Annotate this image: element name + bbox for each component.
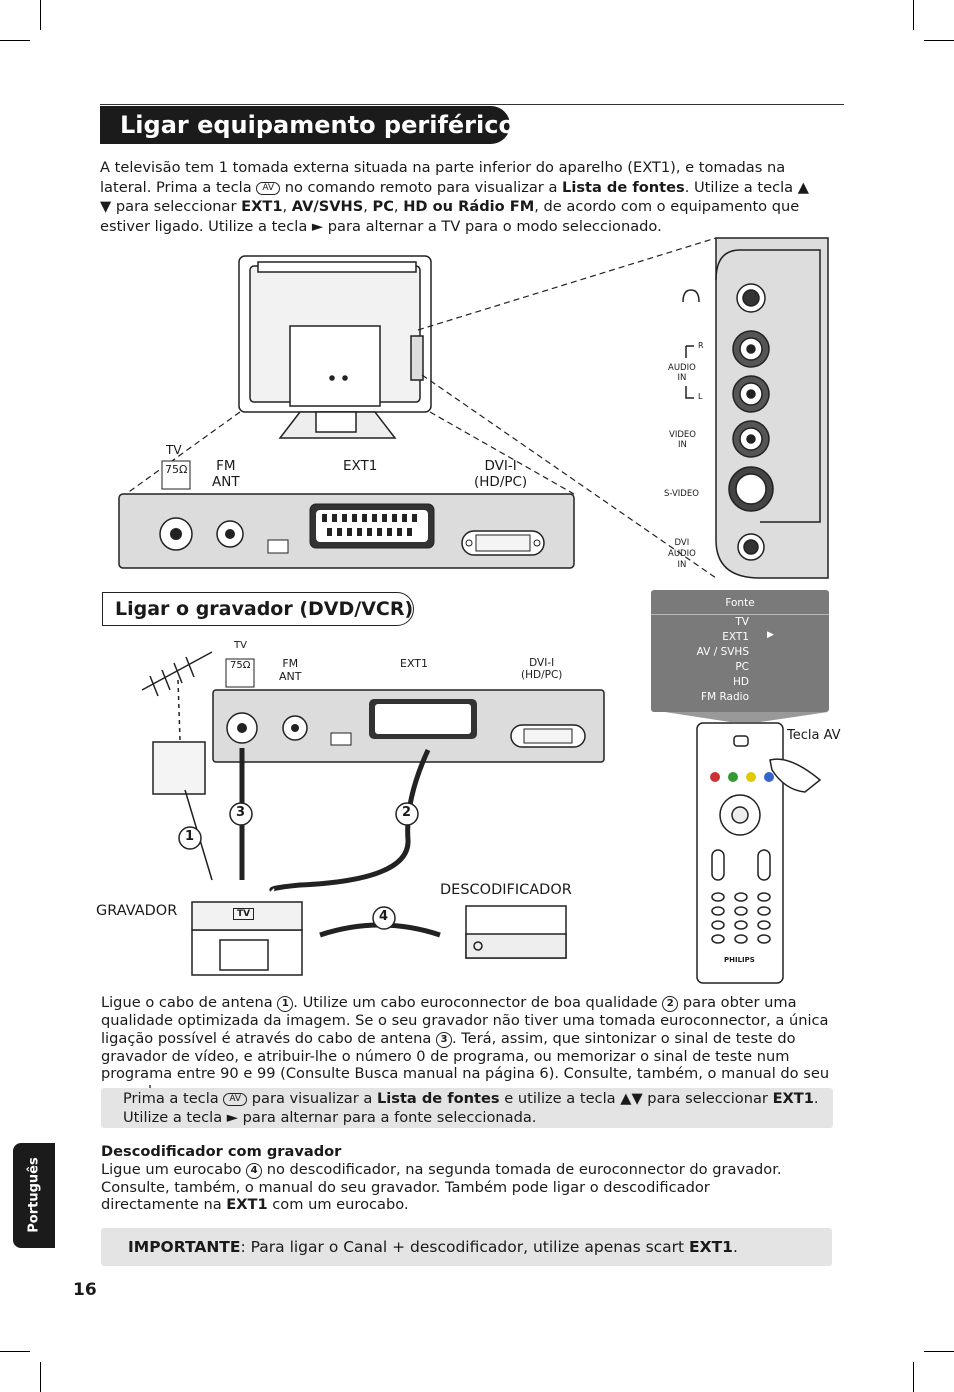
tecla-av-label: Tecla AV [787, 728, 841, 743]
side-connector-panel [685, 237, 829, 579]
tv-antenna-label-2: TV [234, 640, 247, 651]
crop-mark [913, 0, 914, 30]
step-3-label: 3 [236, 805, 246, 820]
header-rule [100, 104, 844, 105]
ohm-label-2: 75Ω [230, 660, 251, 671]
tv-badge: TV [233, 908, 255, 920]
tv-connector-panel [118, 460, 575, 569]
tv-rear-illustration [238, 255, 432, 439]
tv-antenna-label: TV [166, 443, 182, 457]
source-menu-item[interactable]: AV / SVHS [696, 646, 749, 658]
descodificador-label: DESCODIFICADOR [440, 882, 572, 898]
ohm-label: 75Ω [165, 463, 188, 476]
recorder-illustration [191, 901, 303, 976]
source-menu-item[interactable]: TV [735, 616, 749, 628]
page-title: Ligar equipamento periférico [100, 106, 515, 144]
page-number: 16 [73, 1280, 97, 1300]
source-menu-item[interactable]: HD [733, 676, 749, 688]
subsection-title: Ligar o gravador (DVD/VCR) [102, 592, 414, 626]
headphone-icon [682, 289, 700, 303]
dvi-label-2: DVI-I(HD/PC) [521, 657, 563, 681]
crop-mark [0, 40, 30, 41]
important-box: IMPORTANTE: Para ligar o Canal + descodi… [101, 1228, 832, 1266]
crop-mark [913, 1362, 914, 1392]
decoder-illustration [465, 905, 567, 959]
step-markers [178, 802, 419, 930]
dvi-label: DVI-I(HD/PC) [474, 458, 528, 490]
source-menu-item[interactable]: EXT1 [722, 631, 749, 643]
gravador-label: GRAVADOR [96, 903, 178, 919]
crop-mark [0, 1351, 30, 1352]
crop-mark [40, 1362, 41, 1392]
instruction-box: Prima a tecla AV para visualizar a Lista… [101, 1088, 833, 1128]
step-4-label: 4 [379, 909, 389, 924]
step-2-label: 2 [402, 805, 412, 820]
ext1-label: EXT1 [343, 458, 378, 474]
intro-paragraph: A televisão tem 1 tomada externa situada… [100, 159, 809, 235]
svideo-label: S-VIDEO [664, 489, 699, 499]
r-label: R [698, 341, 704, 350]
source-menu-item[interactable]: PC [735, 661, 749, 673]
source-menu: Fonte TV EXT1 AV / SVHS PC HD FM Radio ▶ [651, 590, 829, 712]
crop-mark [924, 40, 954, 41]
remote-illustration [665, 712, 828, 984]
source-menu-title: Fonte [651, 592, 829, 615]
recorder-paragraph: Ligue o cabo de antena 1. Utilize um cab… [101, 994, 830, 1100]
source-menu-list: TV EXT1 AV / SVHS PC HD FM Radio [697, 615, 749, 705]
play-arrow-icon: ▶ [767, 630, 774, 640]
l-label: L [698, 392, 703, 401]
ext1-label-2: EXT1 [400, 657, 429, 670]
source-menu-item[interactable]: FM Radio [701, 691, 749, 703]
remote-brand: PHILIPS [724, 956, 755, 964]
crop-mark [40, 0, 41, 30]
language-tab: Português [13, 1143, 55, 1248]
tv-connector-panel-2 [212, 658, 605, 763]
crop-mark [924, 1351, 954, 1352]
av-key-icon: AV [256, 181, 281, 195]
step-1-label: 1 [185, 829, 195, 844]
av-key-icon: AV [223, 1093, 248, 1106]
decoder-heading: Descodificador com gravador [101, 1143, 342, 1160]
